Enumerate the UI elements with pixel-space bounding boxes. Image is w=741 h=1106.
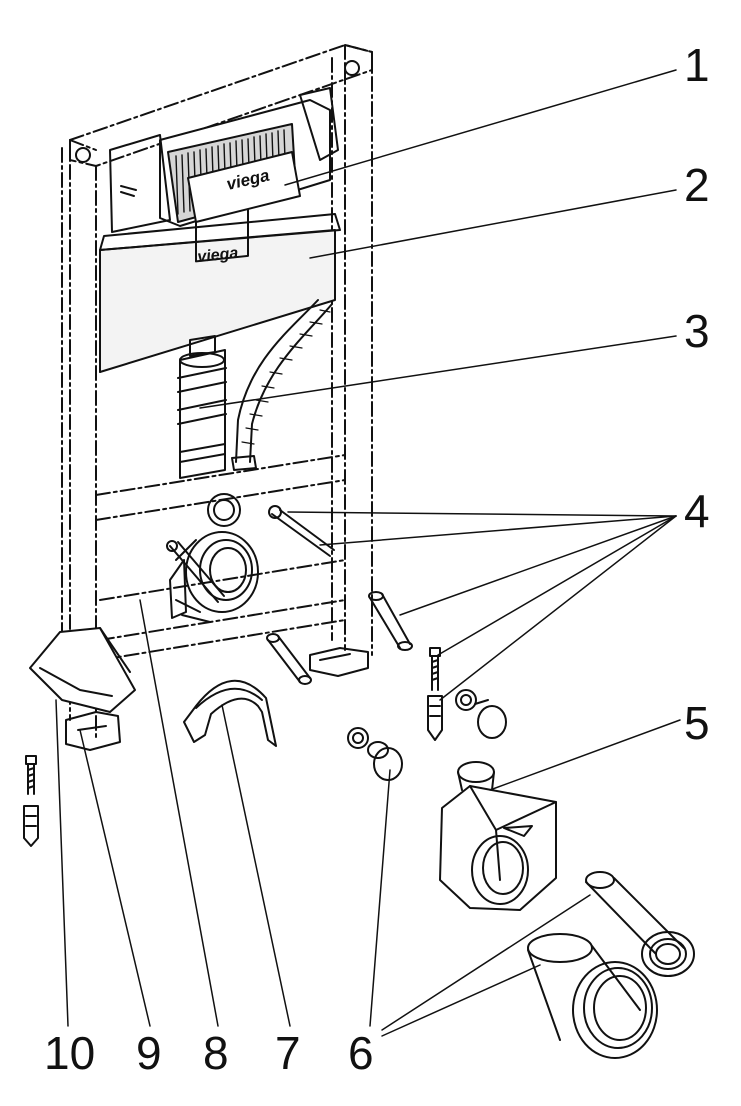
acoustic-sleeve (439, 761, 557, 911)
flush-actuator (167, 123, 301, 223)
callout-4: 4 (684, 485, 710, 537)
connection-buffer (347, 727, 403, 781)
mounting-bracket (183, 680, 277, 747)
cistern-brand-label: viega (197, 245, 240, 266)
screw-left (25, 755, 37, 795)
threaded-rod-right (368, 591, 413, 651)
callout-8: 8 (203, 1027, 229, 1079)
callout-6: 6 (348, 1027, 374, 1079)
drain-bend (29, 627, 136, 713)
wall-plug-left (23, 805, 39, 847)
callout-1: 1 (684, 39, 710, 91)
threaded-rods-mounted (166, 505, 335, 603)
rubber-buffer (455, 689, 507, 739)
waste-connector (527, 933, 658, 1059)
connection-pipe (585, 871, 695, 977)
threaded-rod-left (266, 633, 312, 685)
callout-7: 7 (275, 1027, 301, 1079)
cistern (99, 87, 341, 373)
screw (429, 647, 441, 691)
callout-10: 10 (44, 1027, 96, 1079)
callout-2: 2 (684, 159, 710, 211)
flush-pipe (177, 335, 227, 479)
callout-5: 5 (684, 697, 710, 749)
leader-lines (55, 69, 681, 1037)
waste-connection (169, 493, 259, 623)
callout-3: 3 (684, 305, 710, 357)
flexible-hose (231, 299, 333, 471)
callout-9: 9 (136, 1027, 162, 1079)
wall-plug (427, 695, 443, 741)
